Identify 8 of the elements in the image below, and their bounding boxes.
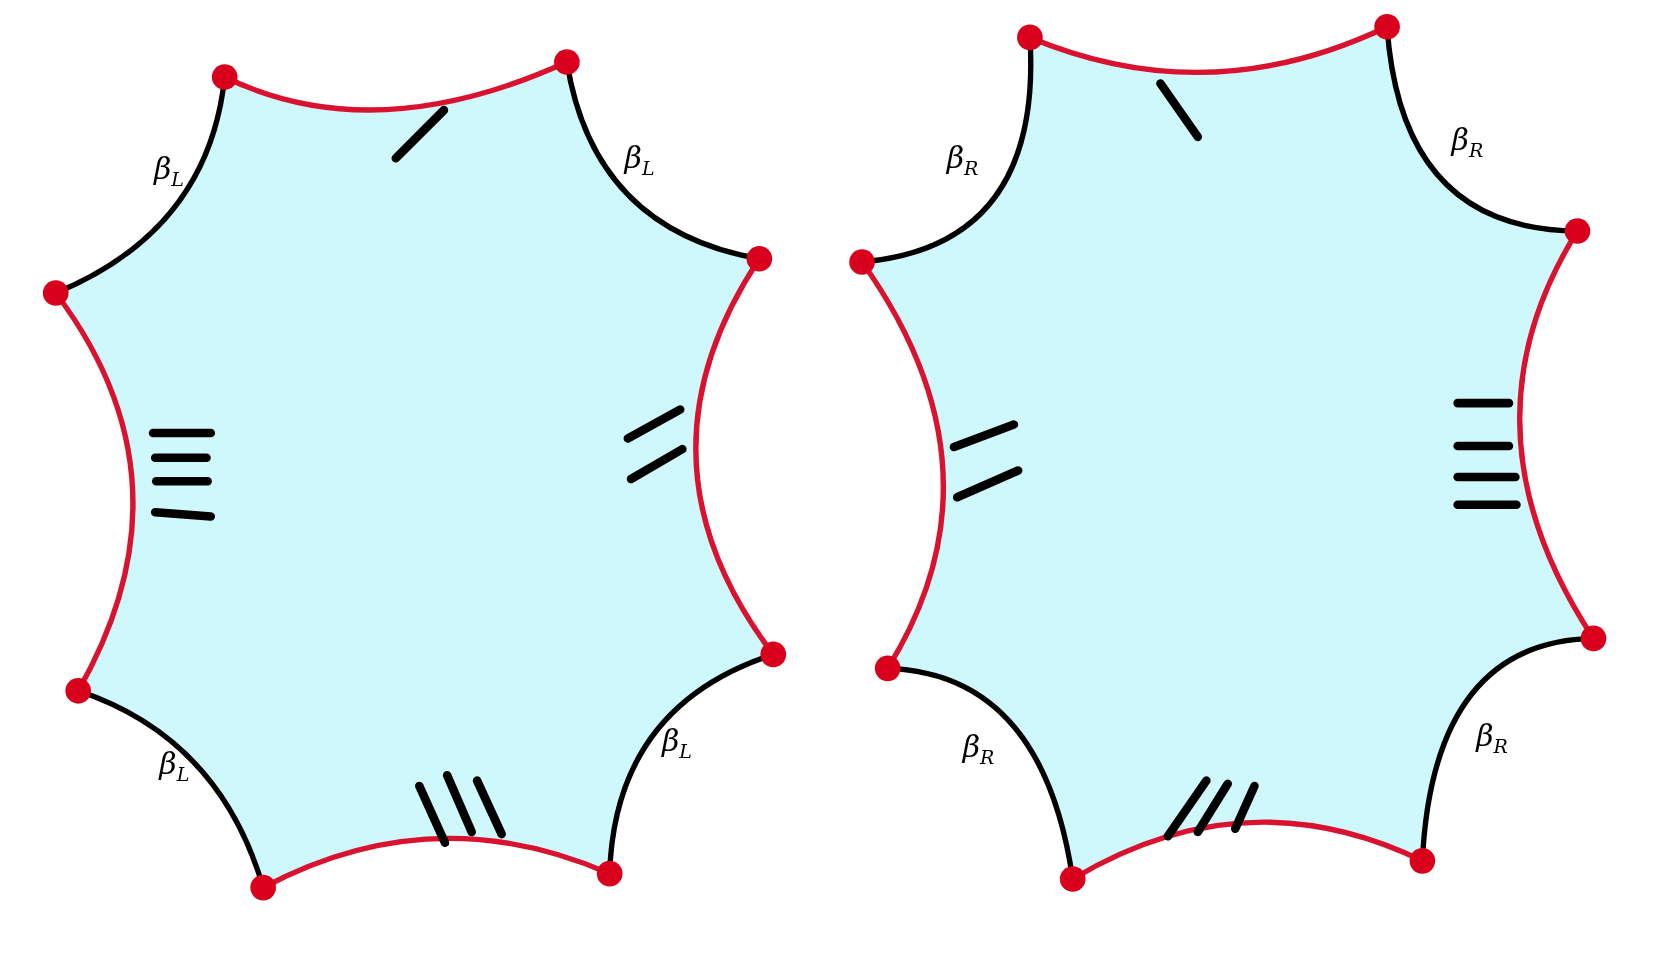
beta-label: β$_{L}$ <box>624 142 655 178</box>
beta-label: β$_{R}$ <box>1476 720 1508 756</box>
beta-label: β$_{L}$ <box>154 153 184 189</box>
beta-label: β$_{R}$ <box>946 142 979 178</box>
beta-label: β$_{R}$ <box>1451 124 1484 160</box>
beta-label: β$_{L}$ <box>662 725 692 761</box>
beta-label: β$_{R}$ <box>962 731 995 767</box>
beta-label: β$_{L}$ <box>159 748 190 784</box>
